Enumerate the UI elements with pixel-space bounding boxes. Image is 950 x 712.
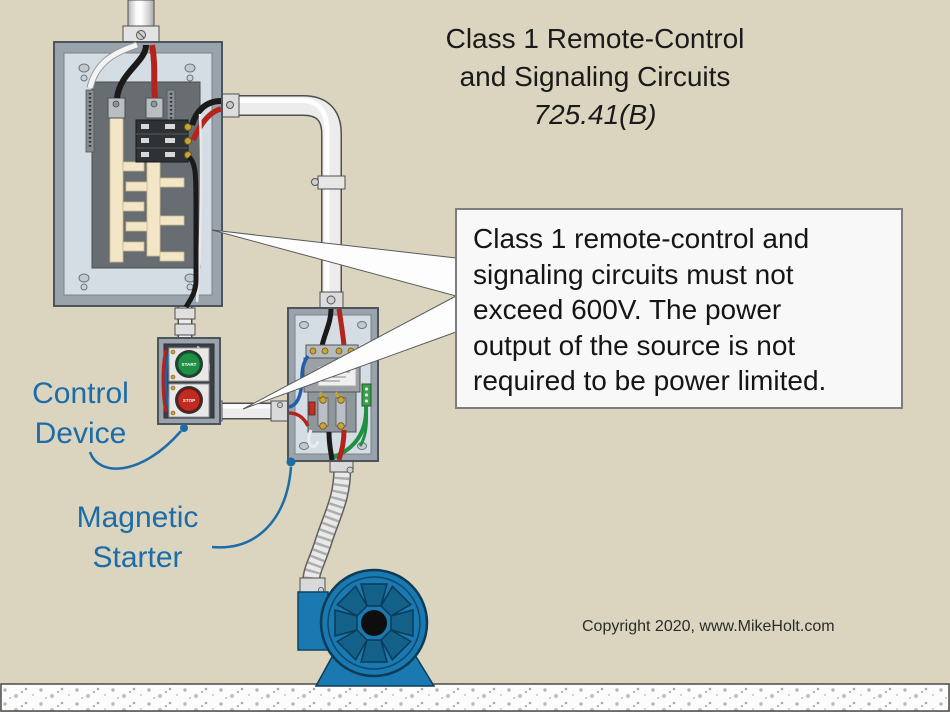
overload-reset: [308, 401, 316, 416]
callout-box: Class 1 remote-control and signaling cir…: [455, 208, 903, 409]
feeder-conduit: [220, 93, 346, 310]
label-control-device: Control Device: [32, 377, 129, 450]
start-button: START: [175, 350, 203, 378]
concrete-floor: [0, 683, 950, 712]
label-magnetic-starter: Magnetic Starter: [76, 501, 199, 574]
conduit-strap: [317, 175, 346, 190]
service-conduit: [122, 0, 160, 45]
page-title: Class 1 Remote-Control and Signaling Cir…: [370, 20, 820, 134]
nipple-conduit: [174, 304, 196, 342]
title-line-2: and Signaling Circuits: [459, 61, 731, 92]
callout-line-4: output of the source is not: [473, 329, 796, 361]
code-reference: 725.41(B): [533, 99, 657, 130]
callout-line-1: Class 1 remote-control and: [473, 223, 810, 254]
callout-line-3: exceed 600V. The power: [473, 294, 782, 325]
label-arrow-control-device: [88, 424, 188, 470]
panelboard: [53, 41, 223, 309]
panel-wires: [86, 41, 222, 309]
callout-line-5: required to be power limited.: [473, 365, 827, 396]
flex-conduit: [299, 457, 354, 597]
copyright-text: Copyright 2020, www.MikeHolt.com: [582, 618, 835, 635]
control-device: START STOP: [157, 337, 221, 425]
callout-line-2: signaling circuits must not: [473, 258, 794, 290]
circuit-breaker: [135, 119, 192, 163]
svg-text:START: START: [182, 362, 197, 367]
label-arrow-magnetic-starter: [211, 457, 296, 549]
stop-button: STOP: [175, 386, 203, 414]
motor-fan: [334, 583, 414, 663]
title-line-1: Class 1 Remote-Control: [445, 23, 745, 54]
svg-text:STOP: STOP: [183, 398, 195, 403]
motor-hub: [361, 610, 387, 636]
motor: [297, 568, 436, 687]
